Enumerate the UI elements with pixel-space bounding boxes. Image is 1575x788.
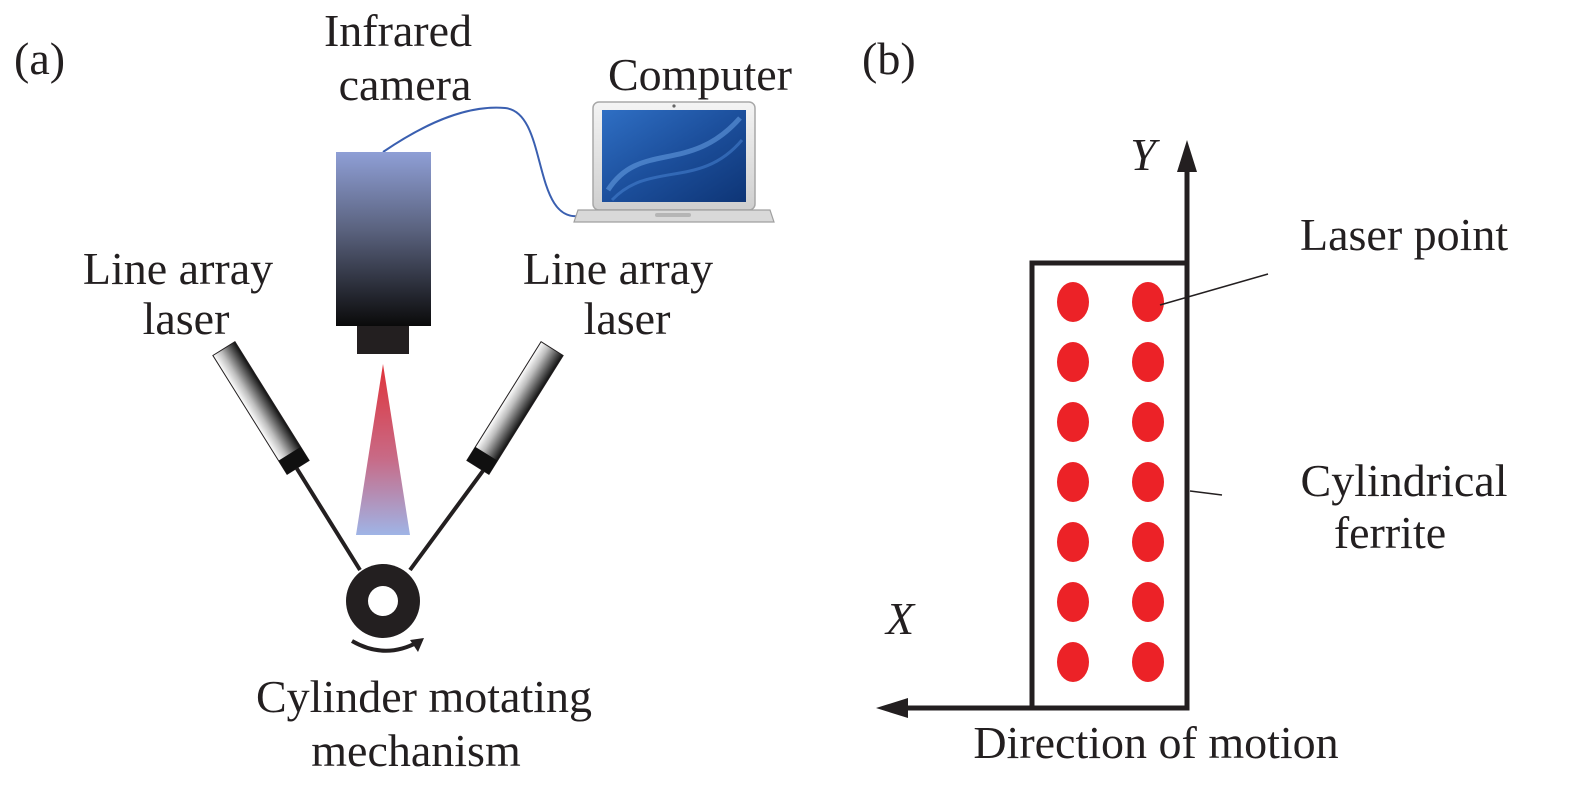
laser-points-group [1057,282,1164,682]
camera-label-line1: Infrared [324,5,472,56]
mechanism-label-line1: Cylinder motating [256,671,592,722]
mechanism-label-line2: mechanism [311,725,521,776]
ferrite-leader [1189,490,1223,496]
left-laser-beam [292,462,362,572]
panel-b-tag: (b) [862,33,916,84]
right-laser-label-line1: Line array [523,243,713,294]
x-axis-arrowhead [876,698,908,718]
y-axis-label: Y [1130,129,1160,180]
direction-of-motion-label: Direction of motion [973,717,1338,768]
laser-point-leader [1159,273,1269,306]
panel-a-tag: (a) [14,33,65,84]
laser-point [1057,522,1089,562]
laser-point [1132,342,1164,382]
left-line-laser-icon [212,341,310,475]
infrared-beam [356,364,410,535]
panel-a: (a) Infrared camera Computer Line array … [14,5,792,776]
laser-point [1132,282,1164,322]
laser-point [1057,282,1089,322]
laser-point [1132,522,1164,562]
laser-point [1057,342,1089,382]
panel-b: (b) Y X Laser point Cylindrical ferrite … [862,33,1508,768]
laser-point [1132,462,1164,502]
rotation-arrow-icon [351,638,424,653]
y-axis-arrowhead [1177,140,1197,172]
infrared-camera-icon [336,152,431,354]
laser-point [1132,582,1164,622]
laser-point [1057,462,1089,502]
computer-label: Computer [608,49,792,100]
right-line-laser-icon [466,341,564,475]
right-laser-beam [408,462,490,572]
ferrite-label-line1: Cylindrical [1301,455,1508,506]
x-axis-label: X [884,593,916,644]
cylindrical-ferrite-outline [1029,260,1190,711]
laser-point [1057,402,1089,442]
laser-point [1057,582,1089,622]
ferrite-label-line2: ferrite [1334,507,1446,558]
camera-label-line2: camera [339,59,472,110]
camera-cable [382,106,586,218]
right-laser-label-line2: laser [584,293,671,344]
laser-point [1132,402,1164,442]
laptop-icon [573,101,775,223]
cylinder-ring-icon [346,564,420,638]
left-laser-label-line1: Line array [83,243,273,294]
laser-point-label: Laser point [1300,209,1508,260]
laser-point [1057,642,1089,682]
left-laser-label-line2: laser [143,293,230,344]
laser-point [1132,642,1164,682]
